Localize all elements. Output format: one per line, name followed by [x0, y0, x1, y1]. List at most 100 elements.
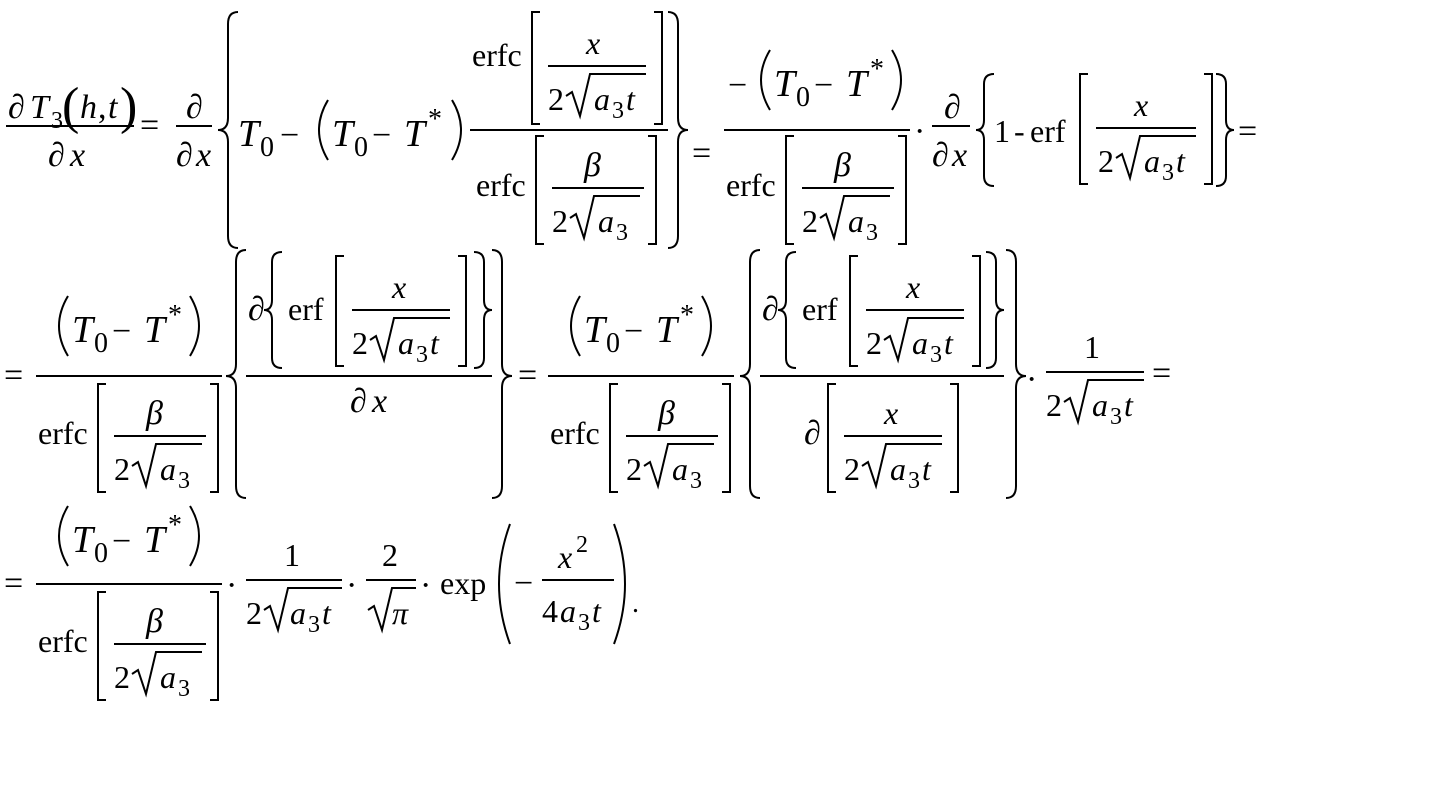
partial-symbol: ∂	[176, 137, 193, 174]
hyphen-minus: -	[1014, 113, 1025, 149]
sqrt-sign	[819, 195, 890, 242]
equals-sign: =	[4, 357, 23, 394]
exp-function: exp	[440, 565, 486, 601]
paren-close	[613, 523, 626, 645]
var-a: a	[672, 451, 688, 487]
sqrt-sign	[263, 587, 342, 634]
var-T: T	[30, 89, 51, 126]
sqrt-sign	[1063, 379, 1144, 426]
sqrt-sign	[367, 587, 416, 634]
var-h: h	[80, 89, 97, 126]
var-x: x	[557, 539, 572, 575]
paren-open	[58, 505, 69, 567]
superscript-2: 2	[576, 532, 588, 558]
subscript-3: 3	[616, 220, 628, 246]
var-t: t	[322, 595, 332, 631]
subscript-3: 3	[578, 610, 590, 636]
exponent-fraction: x 2 4 a 3 t	[542, 532, 614, 636]
chain-rule-ratio: ∂ erf x 2 a 3 t ∂ x 2 a 3 t	[760, 251, 1005, 494]
var-x: x	[391, 269, 406, 305]
equation-line-1: ∂ T 3 ( h , t ) ∂ x = ∂ ∂ x T 0 − T 0 − …	[6, 11, 1257, 249]
var-t: t	[1124, 387, 1134, 423]
bracket-close	[950, 383, 959, 493]
var-x: x	[371, 383, 387, 420]
equals-sign: =	[4, 565, 23, 602]
var-T: T	[144, 309, 168, 351]
partial-symbol: ∂	[186, 89, 203, 126]
bracket-close	[722, 383, 731, 493]
subscript-0: 0	[94, 538, 108, 569]
bracket-close	[1204, 73, 1213, 185]
var-a: a	[560, 593, 576, 629]
var-a: a	[890, 451, 906, 487]
number-2: 2	[548, 81, 564, 117]
sqrt-sign	[565, 73, 646, 120]
var-x: x	[883, 395, 898, 431]
partial-symbol: ∂	[804, 415, 821, 452]
var-t: t	[430, 325, 440, 361]
bracket-open	[785, 135, 794, 245]
brace-close	[985, 251, 1005, 369]
minus-sign: −	[514, 565, 533, 602]
var-x: x	[951, 137, 967, 174]
paren-open	[760, 49, 771, 111]
brace-open	[777, 251, 797, 369]
subscript-3: 3	[1110, 404, 1122, 430]
greek-pi: π	[392, 595, 409, 631]
equals-sign: =	[140, 107, 159, 144]
subscript-0: 0	[796, 82, 810, 113]
bracket-close	[972, 255, 981, 367]
minus-sign: −	[372, 117, 391, 154]
partial-symbol: ∂	[8, 89, 25, 126]
minus-sign: −	[728, 67, 747, 104]
brace-close	[667, 11, 689, 249]
brace-close	[1005, 249, 1027, 499]
var-T: T	[404, 113, 428, 155]
dot-operator: ·	[1026, 361, 1037, 398]
d-dx-operator: ∂ ∂ x	[176, 89, 212, 174]
bracket-close	[654, 11, 663, 125]
ratio-term-line1: − T 0 − T * erfc β 2 a 3	[724, 49, 910, 246]
number-2: 2	[1098, 143, 1114, 179]
inverse-sqrt-factor: 1 2 a 3 t	[1046, 329, 1144, 430]
paren-close	[891, 49, 902, 111]
erfc-function: erfc	[472, 37, 522, 73]
var-T: T	[774, 63, 798, 105]
bracket-open	[609, 383, 618, 493]
brace-open	[739, 249, 761, 499]
bracket-close	[458, 255, 467, 367]
partial-symbol: ∂	[350, 383, 367, 420]
comma: ,	[98, 89, 107, 126]
subscript-3: 3	[866, 220, 878, 246]
var-T: T	[846, 63, 870, 105]
var-T: T	[144, 519, 168, 561]
brace-close	[1215, 73, 1235, 187]
var-a: a	[594, 81, 610, 117]
var-t: t	[922, 451, 932, 487]
equation-line-3: = T 0 − T * erfc β 2 a 3 · 1 2 a	[4, 505, 639, 702]
ratio-term-line3: T 0 − T * erfc β 2 a 3	[36, 505, 222, 702]
number-2: 2	[844, 451, 860, 487]
greek-beta: β	[583, 147, 601, 184]
paren-open	[570, 295, 581, 357]
subscript-0: 0	[94, 328, 108, 359]
var-a: a	[160, 451, 176, 487]
minus-sign: −	[280, 117, 299, 154]
paren-close	[701, 295, 712, 357]
subscript-3: 3	[178, 676, 190, 702]
minus-sign: −	[112, 313, 131, 350]
sqrt-sign	[1115, 135, 1196, 182]
equation-line-2: = T 0 − T * erfc β 2 a 3 ∂ erf x	[4, 249, 1171, 499]
number-2: 2	[114, 659, 130, 695]
erf-function: erf	[802, 291, 838, 327]
superscript-star: *	[168, 300, 182, 331]
paren-close	[189, 295, 200, 357]
brace-open	[225, 249, 247, 499]
number-2: 2	[382, 537, 398, 573]
number-1: 1	[994, 113, 1010, 149]
number-2: 2	[352, 325, 368, 361]
bracket-close	[210, 383, 219, 493]
sqrt-sign	[643, 443, 714, 490]
var-a: a	[1144, 143, 1160, 179]
